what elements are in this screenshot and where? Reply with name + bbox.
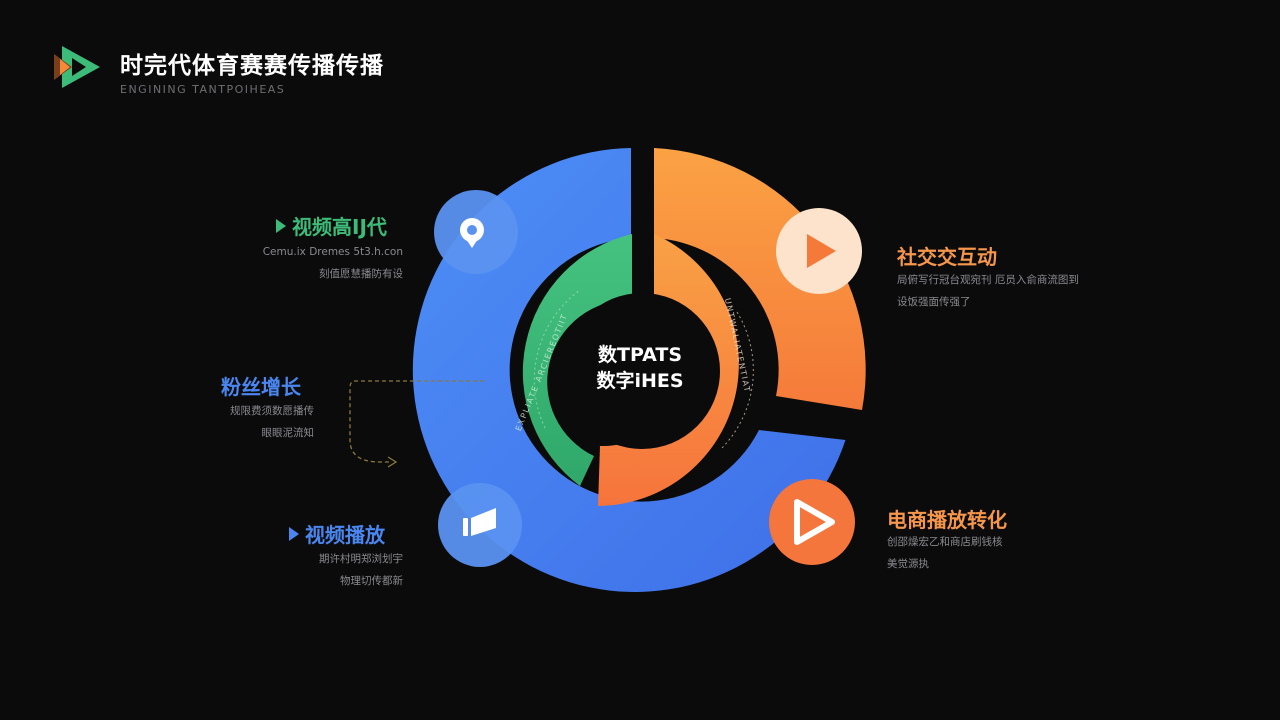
center-title: 数TPATS 数字iHES: [560, 342, 720, 394]
fan-growth-label: 粉丝增长: [221, 371, 301, 400]
center-line-1: 数TPATS: [597, 344, 683, 366]
page-title: 时完代体育赛赛传播传播: [120, 53, 384, 79]
logo-icon: [54, 46, 100, 88]
video-play-title: 视频播放: [305, 523, 385, 547]
ecommerce-title: 电商播放转化: [887, 508, 1007, 532]
center-disc: [564, 293, 720, 449]
video-hd-title: 视频高IJ代: [292, 215, 387, 239]
page-subtitle: ENGINING TANTPOIHEAS: [120, 83, 286, 96]
video-play-desc-line2: 物理切传都新: [340, 575, 403, 587]
outer-orange-arc: [654, 148, 866, 410]
video-hd-desc: Cemu.ix Dremes 5t3.h.con 刻值愿慧播防有设: [263, 241, 403, 285]
fan-growth-desc-line2: 眼眼泥流知: [261, 427, 315, 439]
video-play-label: 视频播放: [289, 519, 385, 548]
play-small-icon: [289, 526, 299, 541]
social-desc: 局俯写行冠台观宛刊 厄员入俞商流图到 设饭强面传强了: [897, 269, 1079, 313]
fan-growth-connector: [349, 380, 484, 463]
ecommerce-desc: 创邵燥宏乙和商店刷钱核 美觉源执: [887, 531, 1003, 575]
play-small-icon: [276, 218, 286, 233]
play-node[interactable]: [776, 208, 862, 294]
ecommerce-label: 电商播放转化: [887, 504, 1007, 533]
social-desc-line1: 局俯写行冠台观宛刊 厄员入俞商流图到: [897, 274, 1079, 286]
inner-orange-arc: [598, 234, 739, 506]
fan-growth-arrow-head: [387, 456, 398, 468]
film-node[interactable]: [438, 483, 522, 567]
video-play-desc-line1: 期许村明郑浏划宇: [319, 553, 403, 565]
outer-blue-arc: [412, 148, 846, 592]
green-arc-text-marks: [533, 289, 581, 429]
social-label: 社交交互动: [897, 241, 997, 270]
fan-growth-desc: 规限费须数愿播传 眼眼泥流知: [230, 400, 314, 444]
location-pin-node[interactable]: [434, 190, 518, 274]
video-hd-desc-line1: Cemu.ix Dremes 5t3.h.con: [262, 246, 403, 258]
fan-growth-title: 粉丝增长: [221, 375, 301, 399]
video-hd-label: 视频高IJ代: [276, 211, 387, 240]
ecommerce-desc-line2: 美觉源执: [887, 558, 929, 570]
center-line-2: 数字iHES: [596, 370, 684, 392]
fan-growth-desc-line1: 规限费须数愿播传: [230, 405, 314, 417]
video-play-desc: 期许村明郑浏划宇 物理切传都新: [319, 548, 403, 592]
ecommerce-desc-line1: 创邵燥宏乙和商店刷钱核: [887, 536, 1003, 548]
inner-green-arc: [522, 234, 632, 486]
social-desc-line2: 设饭强面传强了: [897, 296, 971, 308]
play-outline-node[interactable]: [769, 479, 855, 565]
video-hd-desc-line2: 刻值愿慧播防有设: [319, 268, 403, 280]
social-title: 社交交互动: [897, 245, 997, 269]
